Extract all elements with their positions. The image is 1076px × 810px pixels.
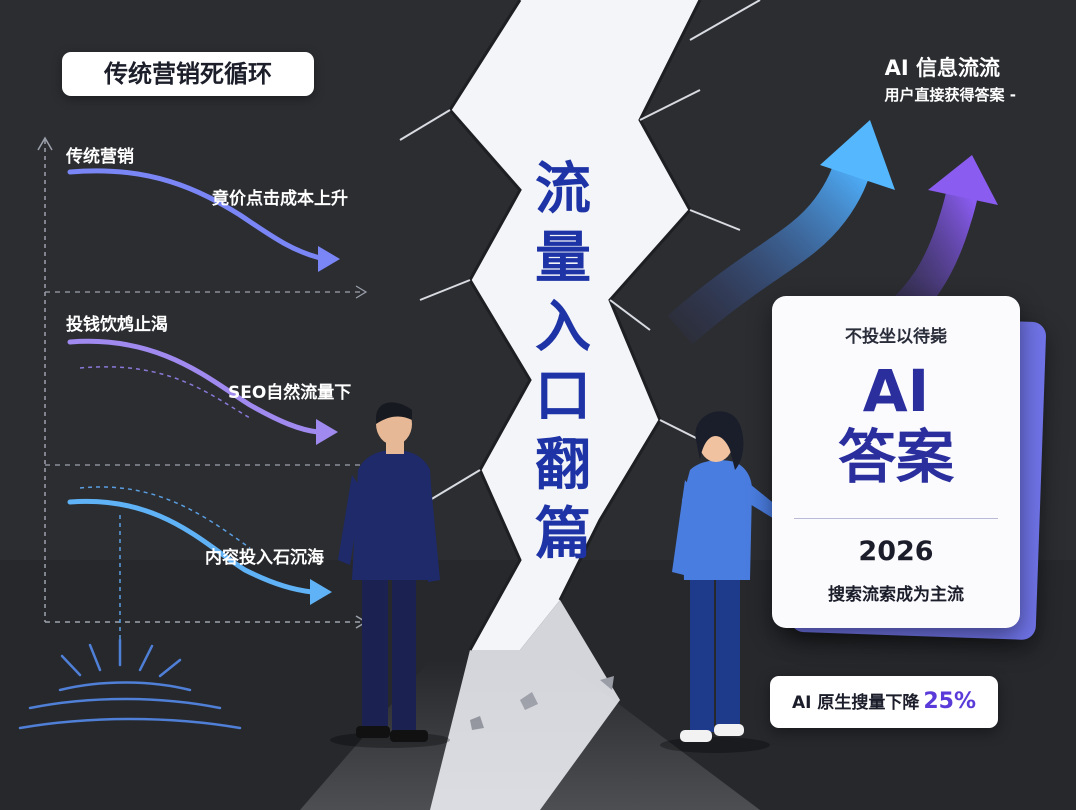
card-headline-line1: AI	[862, 357, 930, 425]
man-figure	[330, 402, 450, 748]
stat-badge-percent: 25%	[923, 689, 977, 714]
headline-char: 流	[535, 157, 591, 222]
woman-figure	[660, 411, 795, 753]
crack-opening	[450, 0, 700, 650]
splash-icon	[18, 638, 242, 730]
stat-badge-text: AI 原生搜量下降	[791, 693, 920, 713]
series-note-2: SEO自然流量下	[228, 383, 352, 403]
right-header-subtitle: 用户直接获得答案 -	[884, 86, 1016, 104]
card-year: 2026	[858, 536, 934, 567]
headline-char: 篇	[535, 502, 591, 567]
card-subtitle: 不投坐以待毙	[845, 327, 947, 347]
headline-char: 量	[535, 226, 591, 291]
card-headline-line2: 答案	[837, 423, 954, 491]
trend-curve-3	[67, 498, 315, 595]
series-label-3: 内容投入石沉海	[205, 548, 324, 568]
page-title-pill: 传统营销死循环	[62, 52, 314, 96]
right-header-title: AI 信息流流	[884, 56, 1000, 80]
card-divider	[794, 518, 998, 519]
headline-char: 翻	[535, 433, 591, 498]
card-trend: 搜索流索成为主流	[828, 585, 964, 605]
series-label-1: 传统营销	[66, 147, 134, 167]
headline-char: 入	[535, 295, 591, 360]
ai-answer-card: 不投坐以待毙 AI 答案 2026 搜索流索成为主流	[772, 296, 1020, 628]
series-note-1: 竟价点击成本上升	[212, 189, 348, 209]
trend-curve-1	[67, 168, 323, 261]
headline-vertical: 流 量 入 口 翻 篇	[520, 155, 606, 569]
card-headline: AI 答案	[772, 358, 1020, 490]
series-label-2: 投钱饮鸩止渴	[66, 315, 168, 335]
trend-curve-2	[67, 338, 321, 435]
headline-char: 口	[535, 364, 591, 429]
arrow-up-blue	[667, 153, 874, 345]
